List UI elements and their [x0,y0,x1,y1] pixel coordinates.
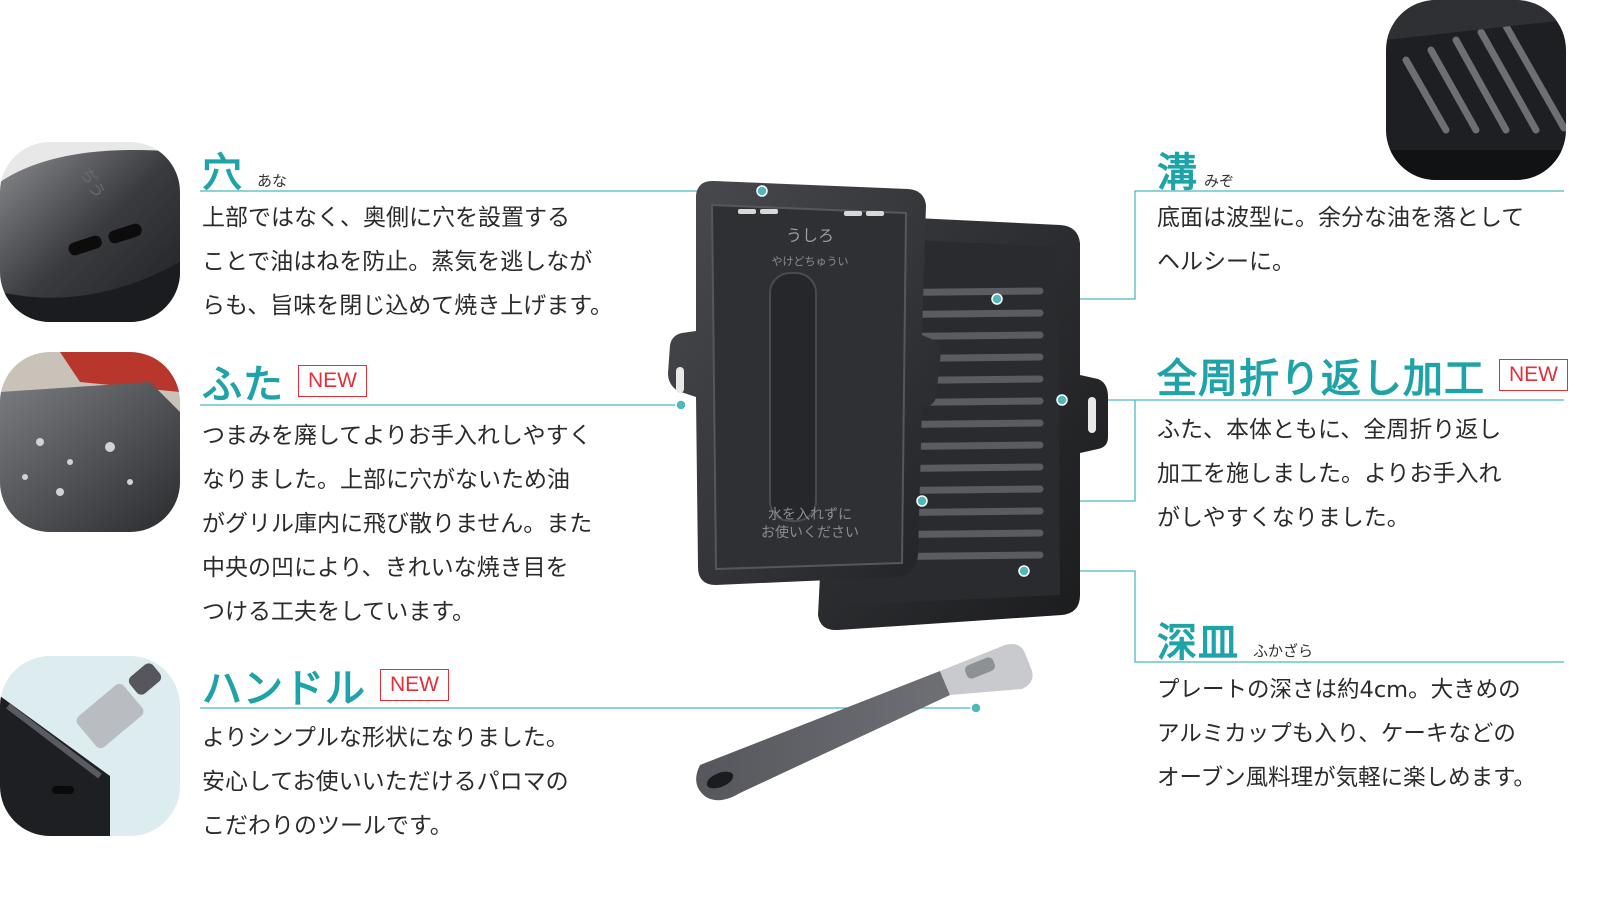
lid-center-recess [769,272,817,522]
lid-label-warning: やけどちゅうい [772,255,849,268]
new-badge: NEW [380,669,449,701]
thumb-hole-closeup: ぢう [0,142,180,322]
lid-vent-holes [738,209,884,216]
feature-handle-heading: ハンドル NEW [202,656,449,714]
feature-fukazara-title: 深皿 [1157,620,1239,666]
feature-futa-text: つまみを廃してよりお手入れしやすく なりました。上部に穴がないため油 がグリル庫… [202,423,593,625]
feature-handle-title: ハンドル [202,666,366,712]
feature-futa-heading: ふた NEW [202,352,367,410]
feature-mizo-title: 溝 [1157,150,1198,196]
thumb-groove-closeup [1386,0,1566,180]
feature-mizo-text: 底面は波型に。余分な油を落として ヘルシーに。 [1157,205,1525,275]
feature-fukazara-ruby: ふかざら [1253,642,1314,660]
new-badge: NEW [298,365,367,397]
feature-orikaeshi-title: 全周折り返し加工 [1157,356,1485,402]
lid-label-bottom-1: 水を入れずに [768,507,852,523]
lid-label-top: うしろ [786,226,834,245]
new-badge: NEW [1499,359,1568,391]
feature-ana-title: 穴 [202,150,243,196]
feature-futa-title: ふた [202,362,284,408]
feature-mizo-heading: 溝 みぞ [1157,140,1234,198]
feature-ana-ruby: あな [257,172,288,190]
handle-tool [696,644,1033,801]
feature-ana-heading: 穴 あな [202,140,287,198]
thumb-handle-closeup [0,656,180,836]
feature-fukazara-text: プレートの深さは約4cm。大きめの アルミカップも入り、ケーキなどの オーブン風… [1157,677,1536,791]
feature-fukazara-heading: 深皿 ふかざら [1157,610,1313,668]
feature-mizo-ruby: みぞ [1204,172,1235,190]
thumb-lid-closeup [0,352,180,532]
product-illustration: うしろ やけどちゅうい 水を入れずに お使いください [668,180,1108,801]
lid-label-bottom-2: お使いください [761,524,859,541]
feature-handle-text: よりシンプルな形状になりました。 安心してお使いいただけるパロマの こだわりのツ… [202,725,569,839]
lid: うしろ やけどちゅうい 水を入れずに お使いください [668,180,941,585]
feature-orikaeshi-heading: 全周折り返し加工 NEW [1157,346,1568,404]
feature-ana-text: 上部ではなく、奥側に穴を設置する ことで油はねを防止。蒸気を逃しなが らも、旨味… [202,205,614,319]
feature-orikaeshi-text: ふた、本体ともに、全周折り返し 加工を施しました。よりお手入れ がしやすくなりま… [1157,417,1502,531]
